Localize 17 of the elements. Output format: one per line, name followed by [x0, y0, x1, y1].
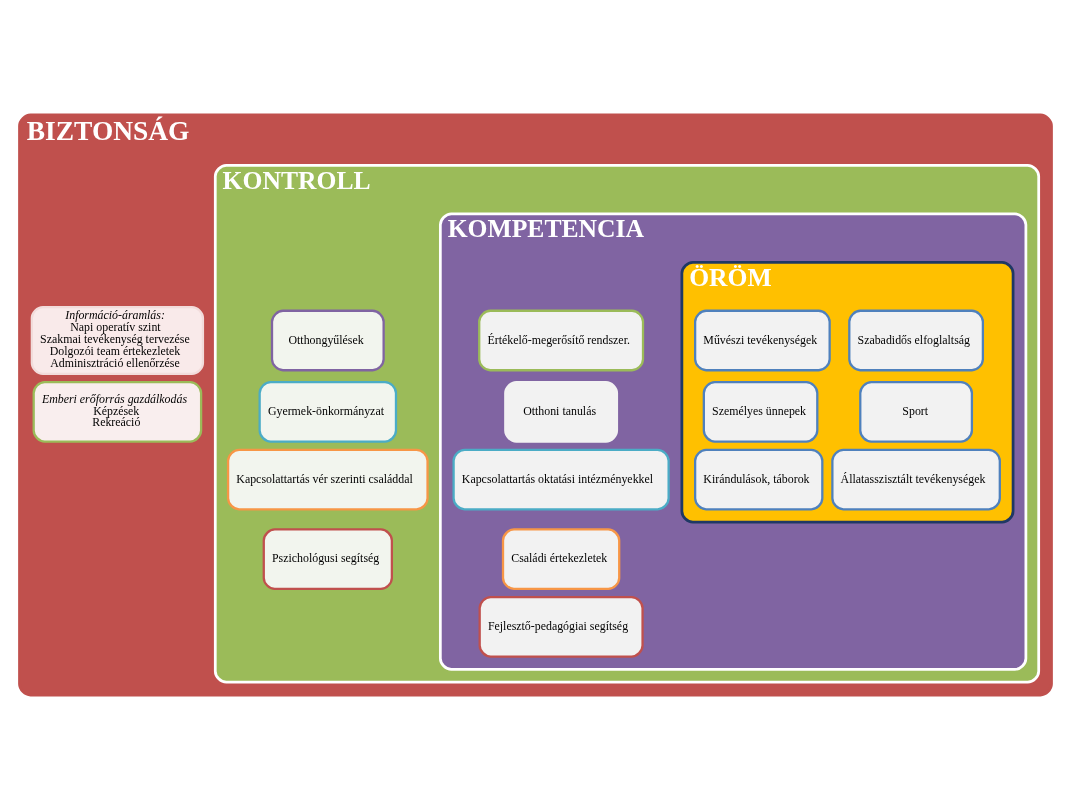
node-box: Otthoni tanulás [504, 380, 619, 443]
node-box: Szabadidős elfoglaltság [848, 309, 985, 371]
node-box: Információ-áramlás: Napi operatív szint Szakmai tevékenység tervezése Dolgozói team értekezletek Adminisztráció ellenőrzése [30, 305, 205, 375]
node-box: Fejlesztő-pedagógiai segítség [478, 595, 644, 658]
node-box: Művészi tevékenységek [694, 309, 831, 371]
node-box: Értékelő-megerősítő rendszer. [478, 309, 645, 371]
node-box: Állatasszisztált tevékenységek [831, 448, 1001, 510]
node-box: Sport [859, 380, 974, 443]
node-box: Emberi erőforrás gazdálkodás Képzések Rekreáció [32, 380, 203, 443]
node-box: Gyermek-önkormányzat [258, 380, 398, 443]
node-box: Családi értekezletek [501, 527, 621, 590]
node-box: Kapcsolattartás oktatási intézményekkel [452, 448, 670, 510]
node-box: Személyes ünnepek [702, 380, 819, 443]
node-box: Otthongyűlések [270, 309, 385, 371]
node-box: Kirándulások, táborok [694, 448, 824, 510]
node-box: Pszichológusi segítség [262, 527, 393, 590]
node-box: Kapcsolattartás vér szerinti családdal [226, 448, 429, 510]
